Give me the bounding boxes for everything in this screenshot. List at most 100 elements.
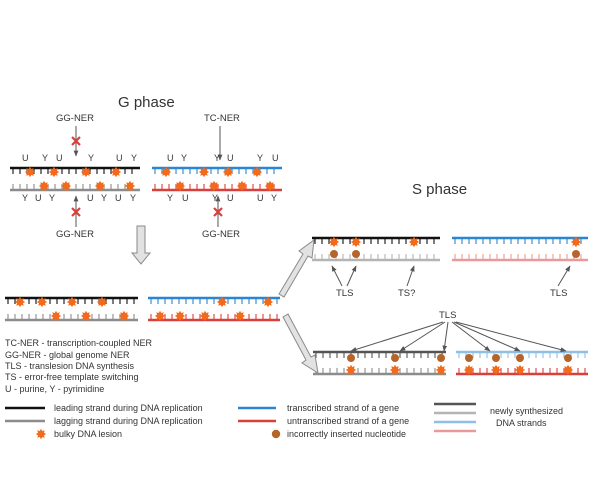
base-letter: U [115, 193, 122, 203]
base-letter: Y [22, 193, 28, 203]
lesion-icon [174, 310, 186, 322]
lesion-icon [154, 310, 166, 322]
lesion-icon [38, 180, 50, 192]
lesion-icon [350, 236, 362, 248]
base-letter: U [56, 153, 63, 163]
base-letter: U [182, 193, 189, 203]
base-letter: Y [101, 193, 107, 203]
lesion-icon [14, 296, 26, 308]
lesion-icon [160, 166, 172, 178]
incorrect-nucleotide-icon [352, 250, 360, 258]
ggner-bottom-label: GG-NER [56, 229, 94, 240]
legend-leading: leading strand during DNA replication [54, 403, 203, 413]
incorrect-nucleotide-icon [347, 354, 355, 362]
base-letter: U [167, 153, 174, 163]
legend-newly-1: newly synthesized [490, 406, 563, 416]
base-letter: Y [212, 193, 218, 203]
transition-arrow-up [278, 238, 315, 298]
lesion-icon [389, 364, 401, 376]
legend-lesion-icon [35, 428, 47, 440]
lesion-icon [80, 166, 92, 178]
legend-bases: U - purine, Y - pyrimidine [5, 384, 104, 394]
base-letter: U [35, 193, 42, 203]
lesion-icon [50, 310, 62, 322]
base-letter: Y [130, 193, 136, 203]
lesion-icon [234, 310, 246, 322]
lesion-icon [264, 180, 276, 192]
base-letter: U [227, 153, 234, 163]
transition-arrow-down [130, 225, 152, 265]
legend-tls: TLS - translesion DNA synthesis [5, 361, 135, 371]
tls-label-2: TLS [550, 288, 567, 299]
legend-untranscribed: untranscribed strand of a gene [287, 416, 409, 426]
blocked-x-icon [71, 207, 81, 217]
lesion-icon [262, 296, 274, 308]
ts-label: TS? [398, 288, 415, 299]
base-letter: U [87, 193, 94, 203]
g-phase-title: G phase [118, 94, 175, 111]
blocked-x-icon [71, 136, 81, 146]
tls-label-3: TLS [439, 310, 456, 321]
transition-arrow-down-right [282, 313, 319, 375]
ggner-top-label: GG-NER [56, 113, 94, 124]
legend-lesion: bulky DNA lesion [54, 429, 122, 439]
lesion-icon [345, 364, 357, 376]
lesion-icon [80, 310, 92, 322]
base-letter: U [22, 153, 29, 163]
lesion-icon [435, 364, 447, 376]
lesion-icon [199, 310, 211, 322]
lesion-icon [36, 296, 48, 308]
lesion-icon [174, 180, 186, 192]
incorrect-nucleotide-icon [391, 354, 399, 362]
incorrect-nucleotide-icon [330, 250, 338, 258]
tls-label-1: TLS [336, 288, 353, 299]
lesion-icon [251, 166, 263, 178]
legend-newly-2: DNA strands [496, 418, 547, 428]
lesion-icon [198, 166, 210, 178]
base-letter: Y [88, 153, 94, 163]
lesion-icon [570, 236, 582, 248]
incorrect-nucleotide-icon [564, 354, 572, 362]
legend-incorrect: incorrectly inserted nucleotide [287, 429, 406, 439]
lesion-icon [216, 296, 228, 308]
lesion-icon [463, 364, 475, 376]
base-letter: U [272, 153, 279, 163]
lesion-icon [24, 166, 36, 178]
legend-ts: TS - error-free template switching [5, 372, 139, 382]
base-letter: Y [181, 153, 187, 163]
incorrect-nucleotide-icon [465, 354, 473, 362]
base-letter: Y [214, 153, 220, 163]
incorrect-nucleotide-icon [492, 354, 500, 362]
lesion-icon [48, 166, 60, 178]
lesion-icon [562, 364, 574, 376]
base-letter: Y [257, 153, 263, 163]
incorrect-nucleotide-icon [437, 354, 445, 362]
base-letter: Y [42, 153, 48, 163]
incorrect-nucleotide-icon [516, 354, 524, 362]
lesion-icon [328, 236, 340, 248]
incorrect-nucleotide-icon [572, 250, 580, 258]
legend-transcribed: transcribed strand of a gene [287, 403, 399, 413]
lesion-icon [94, 180, 106, 192]
lesion-icon [96, 296, 108, 308]
legend-lagging: lagging strand during DNA replication [54, 416, 203, 426]
lesion-icon [60, 180, 72, 192]
ggner-bottom-right-label: GG-NER [202, 229, 240, 240]
lesion-icon [408, 236, 420, 248]
s-phase-title: S phase [412, 181, 467, 198]
base-letter: Y [131, 153, 137, 163]
lesion-icon [208, 180, 220, 192]
base-letter: Y [49, 193, 55, 203]
base-letter: U [116, 153, 123, 163]
lesion-icon [35, 428, 47, 440]
base-letter: Y [271, 193, 277, 203]
base-letter: Y [167, 193, 173, 203]
legend-ggner: GG-NER - global genome NER [5, 350, 130, 360]
tcner-top-label: TC-NER [204, 113, 240, 124]
legend-incorrect-icon [271, 429, 281, 439]
lesion-icon [514, 364, 526, 376]
blocked-x-icon [213, 207, 223, 217]
base-letter: U [227, 193, 234, 203]
